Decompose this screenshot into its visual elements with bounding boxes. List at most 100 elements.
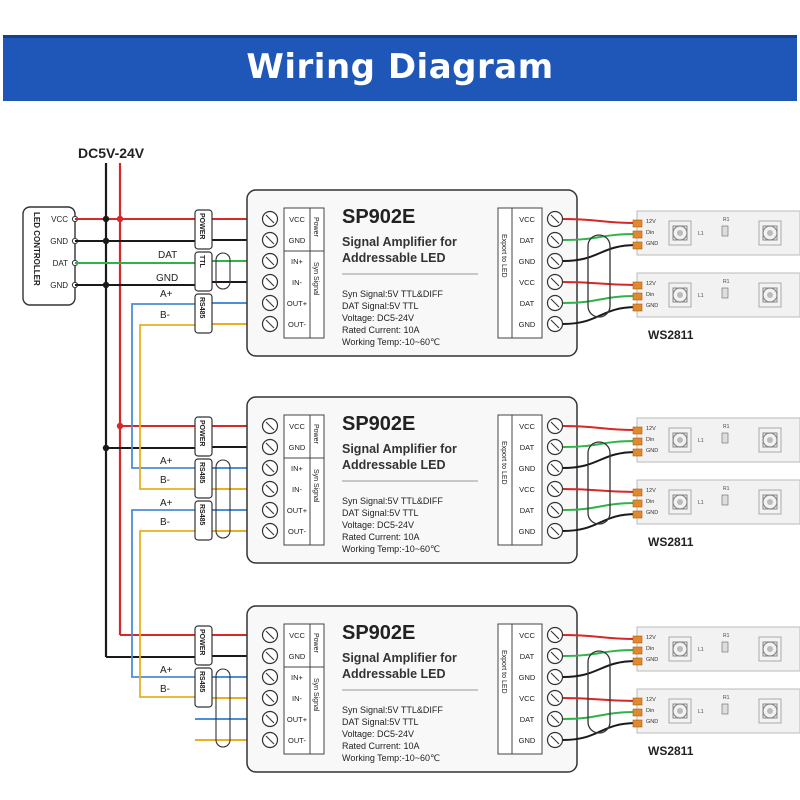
strip-pad-label: GND [646, 303, 658, 309]
strip-pad [632, 292, 643, 301]
strip-name: WS2811 [648, 328, 694, 342]
b-minus-label: B- [160, 310, 170, 321]
led-frame [668, 698, 692, 724]
screw-slot [265, 319, 275, 329]
power-connector [194, 416, 213, 457]
led-frame [758, 282, 782, 308]
strip-body [636, 479, 800, 525]
output-wire [562, 488, 638, 493]
amplifier-subtitle: Addressable LED [342, 667, 446, 681]
signal-section-label: Syn Signal [312, 262, 319, 296]
output-wire [562, 451, 638, 469]
a-plus-label: A+ [160, 498, 173, 509]
strip-pad-label: GND [646, 448, 658, 454]
strip-pad-label: 12V [646, 488, 656, 494]
resistor-label: R1 [723, 279, 730, 285]
led-frame [758, 489, 782, 515]
resistor-label: R1 [723, 633, 730, 639]
strip-pad [632, 303, 643, 312]
spec-line: Voltage: DC5-24V [342, 520, 414, 530]
strip-pad-label: GND [646, 657, 658, 663]
amplifier-box [246, 396, 578, 564]
power-connector [194, 625, 213, 666]
screw-slot [265, 714, 275, 724]
power-connector [194, 209, 213, 250]
strip-pad-label: 12V [646, 281, 656, 287]
resistor [721, 225, 729, 237]
controller-title: LED CONTROLLER [32, 212, 41, 286]
signal-section-label: Syn Signal [312, 469, 319, 503]
resistor-label: R1 [723, 217, 730, 223]
output-terminal-label: DAT [520, 299, 535, 308]
output-terminal-label: GND [519, 257, 536, 266]
output-terminal-label: GND [519, 320, 536, 329]
output-wire [562, 295, 638, 304]
power-section-label: Power [312, 424, 319, 445]
resistor [721, 494, 729, 506]
screw-slot [265, 505, 275, 515]
input-terminal-label: OUT- [288, 527, 306, 536]
amplifier-model: SP902E [342, 622, 415, 644]
output-terminal-block [497, 207, 543, 339]
b-minus-label: B- [160, 475, 170, 486]
strip-pad [632, 697, 643, 706]
screw-slot [265, 693, 275, 703]
spec-line: Rated Current: 10A [342, 741, 420, 751]
page-title: Wiring Diagram [246, 47, 554, 87]
chip-label: L1 [698, 647, 704, 653]
spec-line: DAT Signal:5V TTL [342, 508, 419, 518]
chip-label: L1 [698, 709, 704, 715]
amplifier-subtitle: Addressable LED [342, 251, 446, 265]
output-wire [562, 218, 638, 224]
output-wire [562, 711, 638, 720]
strip-pad-label: Din [646, 499, 654, 505]
output-terminal-block [497, 623, 543, 755]
strip-pad [632, 437, 643, 446]
spec-line: DAT Signal:5V TTL [342, 717, 419, 727]
spec-line: Syn Signal:5V TTL&DIFF [342, 496, 443, 506]
rs485-connector-label: RS485 [198, 504, 205, 526]
input-terminal-block [283, 207, 325, 339]
strip-pad-label: GND [646, 510, 658, 516]
rs485-connector [194, 458, 213, 499]
led-frame [758, 220, 782, 246]
input-terminal-label: IN- [292, 694, 303, 703]
amplifier-box [246, 605, 578, 773]
power-connector-label: POWER [198, 629, 205, 655]
strip-pad [632, 708, 643, 717]
strip-pad-label: 12V [646, 635, 656, 641]
input-terminal-label: IN- [292, 485, 303, 494]
output-section-label: Export to LED [500, 441, 507, 485]
output-terminal-label: VCC [519, 278, 535, 287]
input-terminal-label: GND [289, 443, 306, 452]
spec-line: Working Temp:-10~60℃ [342, 544, 440, 554]
cable-tie [587, 441, 611, 525]
screw-slot [550, 298, 560, 308]
output-terminal-label: GND [519, 673, 536, 682]
output-wire [562, 660, 638, 678]
strip-pad-label: Din [646, 292, 654, 298]
screw-slot [265, 526, 275, 536]
led-frame [668, 489, 692, 515]
chain-a-plus-1 [131, 303, 195, 469]
output-terminal-block [497, 414, 543, 546]
rs485-connector [194, 667, 213, 708]
strip-pad [632, 230, 643, 239]
screw-slot [265, 672, 275, 682]
input-terminal-label: OUT- [288, 320, 306, 329]
screw-slot [550, 526, 560, 536]
strip-pad-label: Din [646, 230, 654, 236]
amplifier-box [246, 189, 578, 357]
spec-line: Working Temp:-10~60℃ [342, 753, 440, 763]
input-terminal-label: IN+ [291, 257, 304, 266]
controller-pin-label: GND [50, 281, 68, 290]
power-connector-label: POWER [198, 420, 205, 446]
output-wire [562, 244, 638, 262]
screw-slot [265, 630, 275, 640]
resistor-label: R1 [723, 486, 730, 492]
